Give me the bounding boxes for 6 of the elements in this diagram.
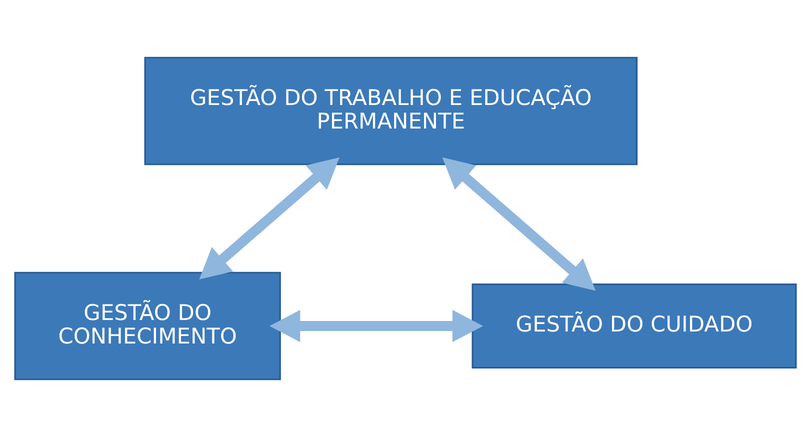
arrow (442, 157, 596, 291)
node-box: GESTÃO DO CUIDADO (472, 284, 797, 368)
node-box: GESTÃO DO CONHECIMENTO (14, 272, 281, 380)
arrow (269, 310, 484, 342)
arrow (199, 157, 340, 280)
node-box: GESTÃO DO TRABALHO E EDUCAÇÃO PERMANENTE (144, 56, 638, 166)
